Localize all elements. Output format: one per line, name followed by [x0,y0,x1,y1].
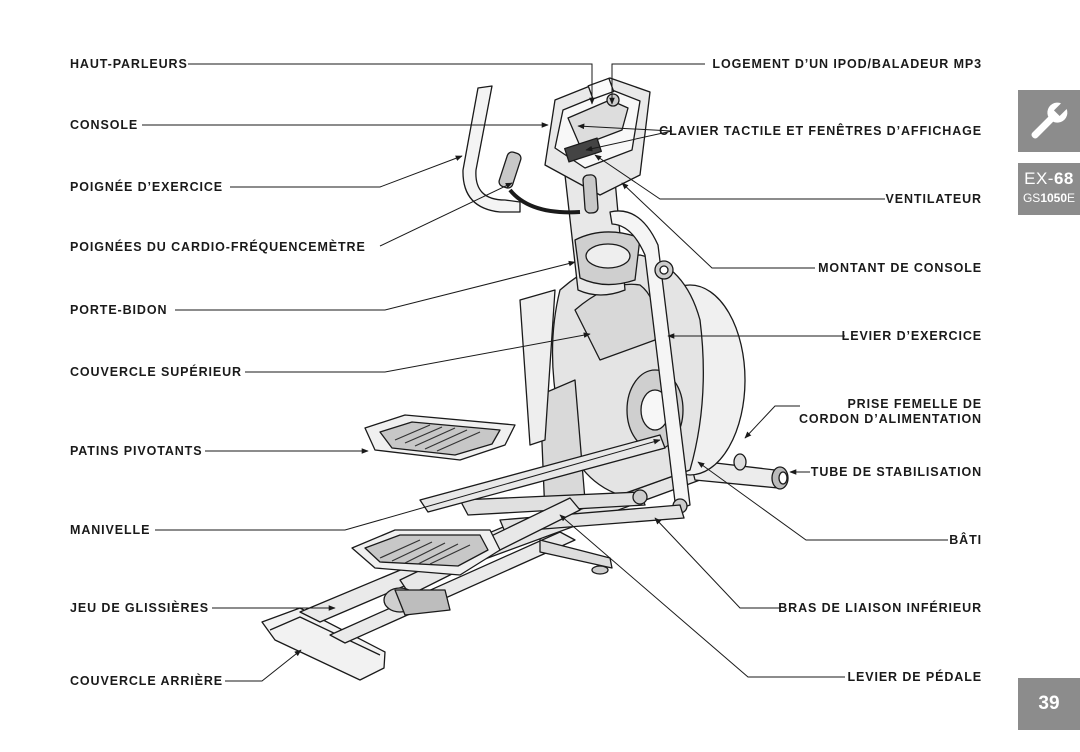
label-bras-liaison: BRAS DE LIAISON INFÉRIEUR [778,601,982,615]
label-couvercle-arriere: COUVERCLE ARRIÈRE [70,674,224,688]
page-number: 39 [1018,678,1080,730]
label-bati: BÂTI [949,533,982,547]
label-console: CONSOLE [70,118,139,132]
label-porte-bidon: PORTE-BIDON [70,303,168,317]
section-tab [1018,90,1080,152]
label-manivelle: MANIVELLE [70,523,151,537]
leader-lines-left [142,63,661,682]
label-poignee-exercice: POIGNÉE D’EXERCICE [70,180,224,194]
label-logement-ipod: LOGEMENT D’UN IPOD/BALADEUR MP3 [712,57,982,71]
label-tube-stabilisation: TUBE DE STABILISATION [810,465,982,479]
label-levier-pedale: LEVIER DE PÉDALE [847,670,982,684]
label-haut-parleurs: HAUT-PARLEURS [70,57,188,71]
wrench-icon [1031,102,1068,139]
leader-lines-right [559,63,948,678]
label-poignees-cardio: POIGNÉES DU CARDIO-FRÉQUENCEMÈTRE [70,240,366,254]
label-jeu-glissieres: JEU DE GLISSIÈRES [70,601,209,615]
label-patins-pivotants: PATINS PIVOTANTS [70,444,203,458]
label-montant-console: MONTANT DE CONSOLE [818,261,982,275]
model-tab: EX-68 GS1050E [1018,163,1080,215]
label-ventilateur: VENTILATEUR [885,192,982,206]
machine-drawing [261,77,789,681]
model-sub: GS1050E [1022,191,1076,205]
label-prise-femelle-line1: PRISE FEMELLE DE [847,397,982,411]
label-levier-exercice: LEVIER D’EXERCICE [841,329,982,343]
label-prise-femelle-line2: CORDON D’ALIMENTATION [798,412,982,426]
model-name: EX-68 [1024,169,1074,188]
label-clavier-tactile: CLAVIER TACTILE ET FENÊTRES D’AFFICHAGE [659,124,982,138]
label-couvercle-superieur: COUVERCLE SUPÉRIEUR [70,365,242,379]
